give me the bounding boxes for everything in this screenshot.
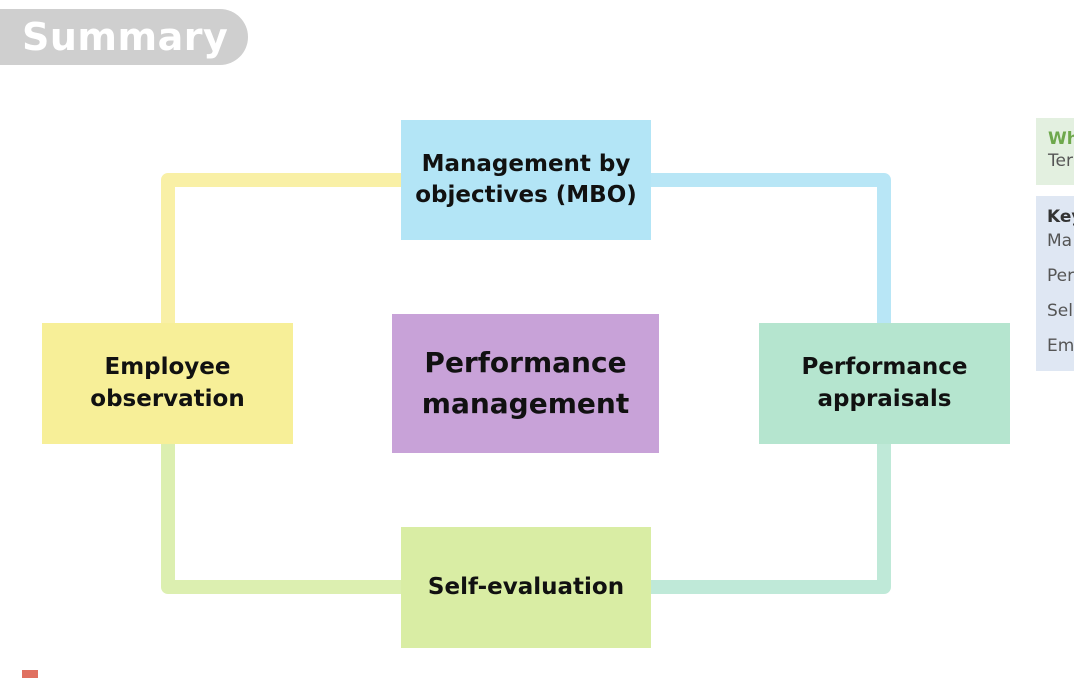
node-label-line: observation <box>90 385 245 412</box>
side-panel-list-item: Per <box>1047 266 1074 286</box>
node-self-evaluation: Self-evaluation <box>401 527 651 648</box>
connector-employee-to-mbo <box>161 173 401 323</box>
side-panel-top: Wh Ter <box>1036 118 1074 185</box>
connector-mbo-to-appraisals <box>651 173 891 323</box>
node-label-line: Performance <box>424 345 627 379</box>
side-panel-key-heading: Key <box>1047 207 1074 227</box>
node-label-line: management <box>421 386 630 420</box>
summary-title: Summary <box>0 9 248 65</box>
side-panel-top-heading: Wh <box>1048 129 1074 149</box>
node-management-by-objectives: Management by objectives (MBO) <box>401 120 651 240</box>
node-employee-observation: Employee observation <box>42 323 293 444</box>
side-panel-top-text: Ter <box>1048 151 1073 171</box>
footer-logo-mark <box>22 670 38 678</box>
side-panel-list-item: Em <box>1047 336 1074 356</box>
node-performance-management: Performance management <box>392 314 659 453</box>
side-panel-list-item: Sel <box>1047 301 1073 321</box>
node-label-line: Management by <box>421 150 631 177</box>
node-label-line: Performance <box>801 354 968 381</box>
node-label-line: Employee <box>104 354 231 381</box>
connector-appraisals-to-self <box>651 444 891 594</box>
node-label-line: objectives (MBO) <box>415 182 637 208</box>
side-panel-list-item: Ma <box>1047 231 1073 251</box>
side-panel-key: Key Ma Per Sel Em <box>1036 196 1074 371</box>
node-performance-appraisals: Performance appraisals <box>759 323 1010 444</box>
node-label-line: appraisals <box>817 385 952 412</box>
node-label-line: Self-evaluation <box>427 573 625 600</box>
connector-self-to-employee <box>161 444 401 594</box>
